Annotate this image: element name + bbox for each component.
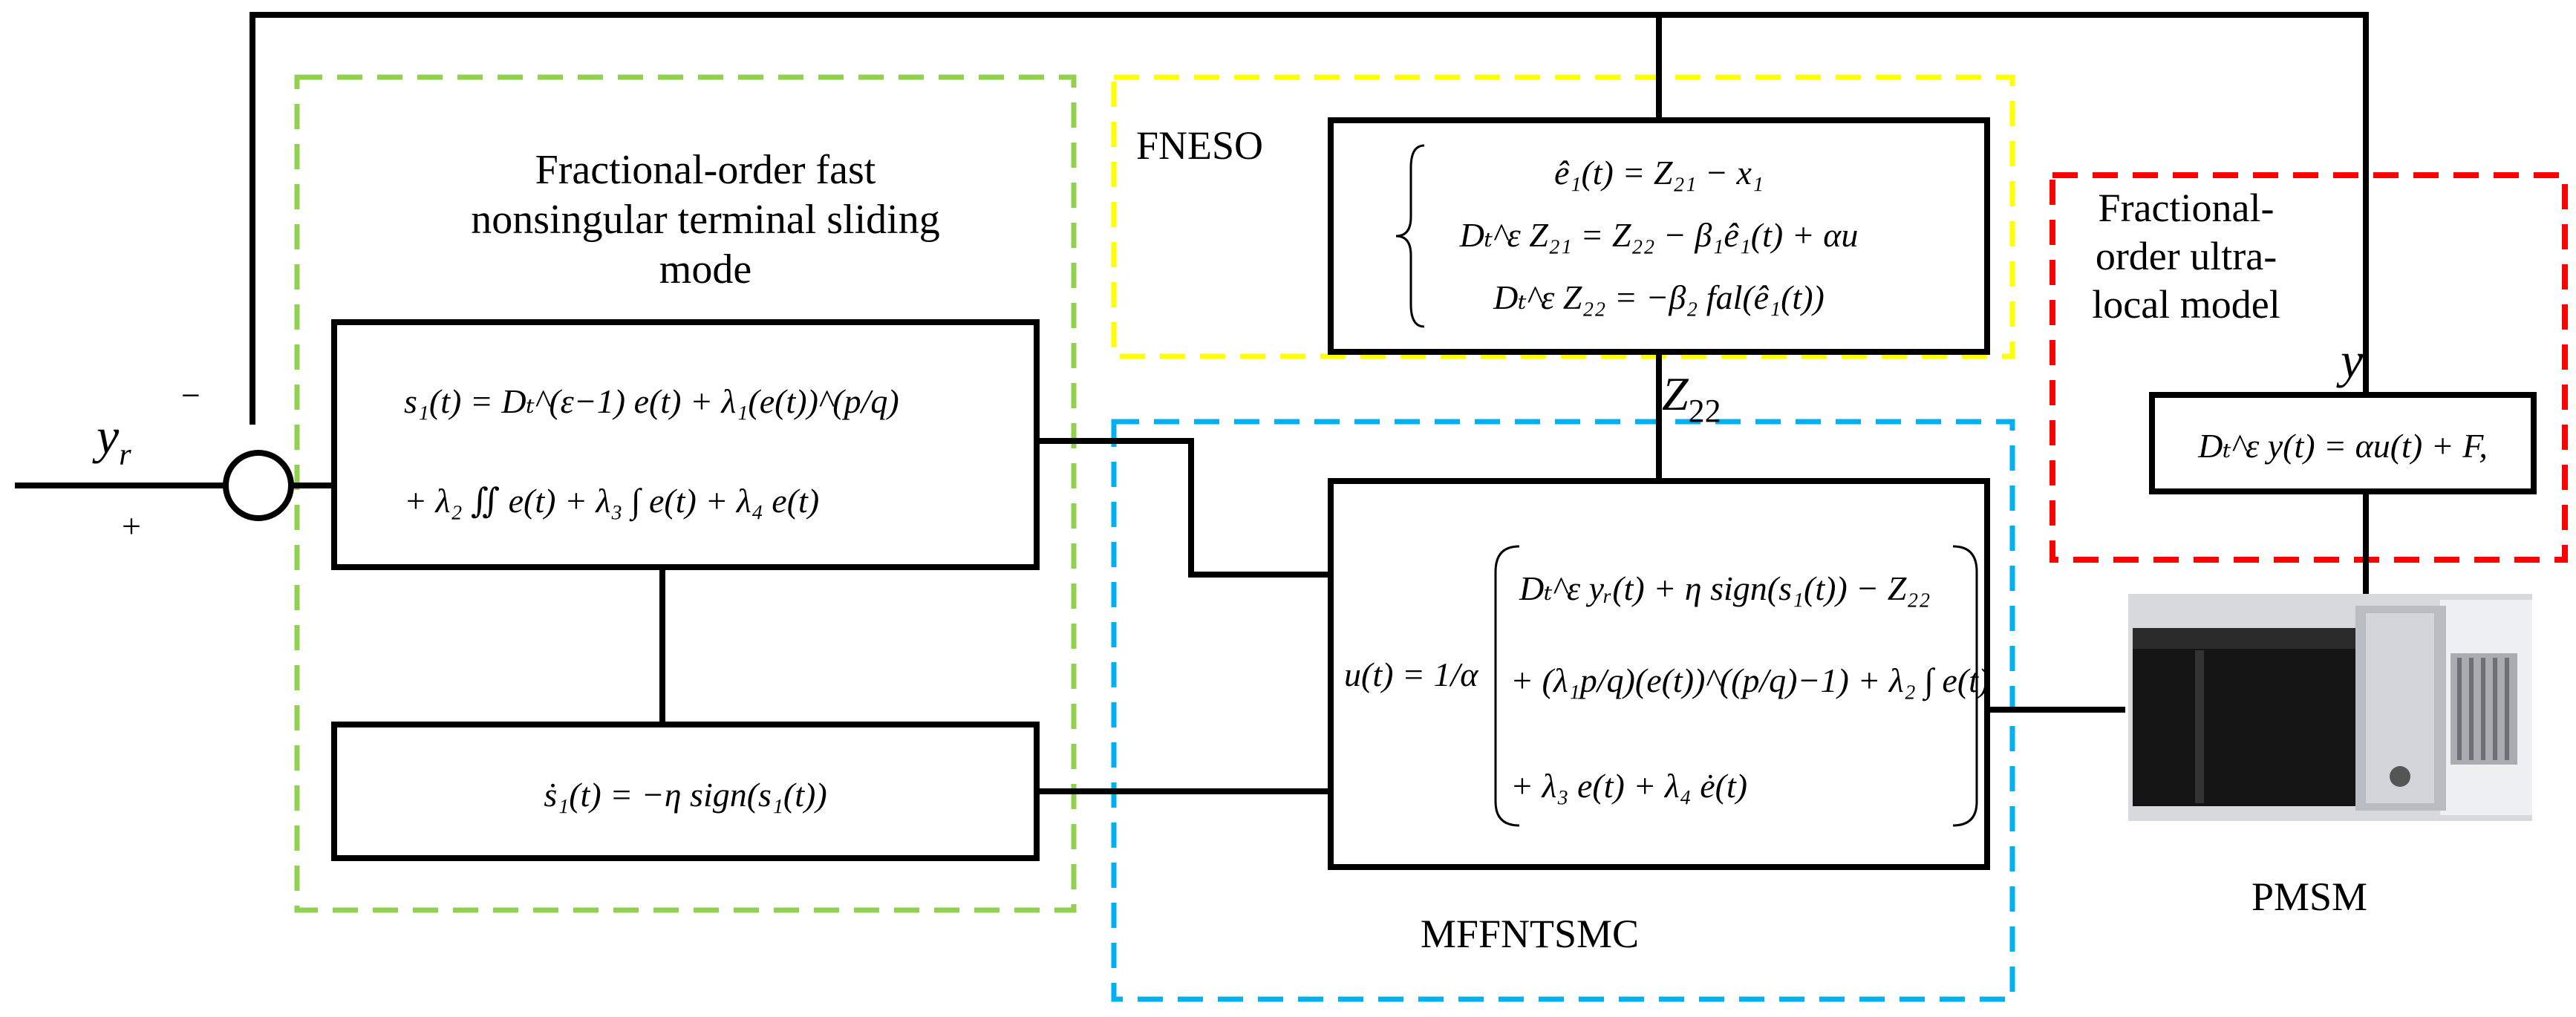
sliding-surface-block <box>331 319 1040 570</box>
observer-region-title: FNESO <box>1136 123 1264 168</box>
control-law-term-3: + λ₃ e(t) + λ₄ ė(t) <box>1510 767 1747 805</box>
output-signal-label: y <box>2336 332 2364 388</box>
control-left-paren <box>1494 545 1520 827</box>
plant-region-outline <box>2050 172 2568 563</box>
smc-region-title: Fractional-order fast nonsingular termin… <box>471 147 940 293</box>
observer-equation-1: ê₁(t) = Z₂₁ − x₁ <box>1554 154 1764 192</box>
observer-equation-2: Dₜ^ε Z₂₁ = Z₂₂ − β₁ê₁(t) + αu <box>1459 216 1859 254</box>
motor-label: PMSM <box>2251 874 2368 919</box>
feedback-wire <box>250 12 2369 638</box>
plant-model-block <box>2149 392 2537 494</box>
controller-block <box>1328 478 1990 870</box>
observer-brace <box>1395 144 1425 328</box>
observer-equation-3: Dₜ^ε Z₂₂ = −β₂ fal(ê₁(t)) <box>1493 278 1825 316</box>
surface-to-controller-wire <box>1034 438 1328 578</box>
summing-junction <box>223 450 294 521</box>
control-law-prefix: u(t) = 1/α <box>1344 655 1478 693</box>
sliding-surface-line-1: s₁(t) = Dₜ^(ε−1) e(t) + λ₁(e(t))^(p/q) <box>404 382 899 420</box>
pmsm-motor-picture <box>2128 594 2532 821</box>
sliding-surface-line-2: + λ₂ ∬ e(t) + λ₃ ∫ e(t) + λ₄ e(t) <box>404 482 819 522</box>
plus-sign: + <box>122 507 141 545</box>
control-law-term-2: + (λ₁p/q)(e(t))^((p/q)−1) + λ₂ ∫ e(t) <box>1510 661 1989 702</box>
control-law-term-1: Dₜ^ε yᵣ(t) + η sign(s₁(t)) − Z₂₂ <box>1519 569 1930 607</box>
observer-block <box>1328 117 1990 355</box>
reaching-law-equation: ṡ₁(t) = −η sign(s₁(t)) <box>544 776 826 814</box>
observer-output-label: Z22 <box>1662 367 1721 429</box>
controller-region-title: MFFNTSMC <box>1420 912 1640 956</box>
model-region-title: Fractional-order ultra-local model <box>2092 186 2280 327</box>
plant-model-equation: Dₜ^ε y(t) = αu(t) + F, <box>2197 427 2488 465</box>
minus-sign: − <box>181 376 200 414</box>
control-right-paren <box>1952 545 1978 827</box>
reference-signal-label: yr <box>92 408 131 472</box>
observer-region-outline <box>1111 74 2015 359</box>
reaching-law-block <box>331 722 1040 861</box>
